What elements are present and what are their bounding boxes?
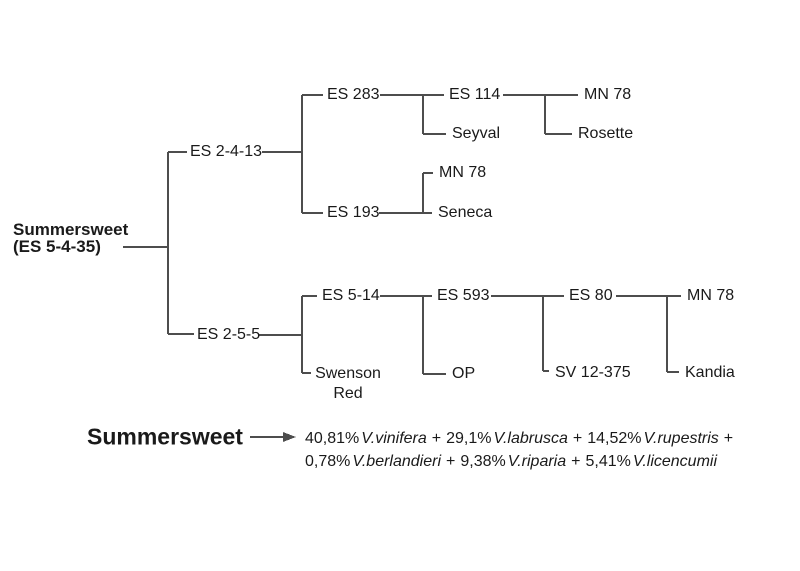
node-mn-78-mid: MN 78: [439, 164, 487, 181]
right-arrow-icon: [250, 432, 296, 442]
node-op: OP: [452, 365, 476, 382]
node-mn-78-top: MN 78: [584, 86, 632, 103]
composition-formula: 40,81%V.vinifera+29,1%V.labrusca+14,52%V…: [305, 427, 738, 473]
node-sv-12-375: SV 12-375: [555, 364, 631, 381]
node-rosette: Rosette: [578, 125, 634, 142]
node-seneca: Seneca: [438, 204, 493, 221]
node-es-283: ES 283: [327, 86, 380, 103]
pct-value: 14,52%: [587, 430, 642, 447]
plus-sign: +: [446, 453, 456, 470]
root-node-summersweet: Summersweet (ES 5-4-35): [13, 221, 128, 255]
pct-value: 9,38%: [460, 453, 506, 470]
node-mn-78-bottom: MN 78: [687, 287, 735, 304]
composition-line-1: 40,81%V.vinifera+29,1%V.labrusca+14,52%V…: [305, 427, 738, 450]
root-name: Summersweet: [13, 220, 129, 239]
node-es-5-14: ES 5-14: [322, 287, 380, 304]
pct-value: 0,78%: [305, 453, 351, 470]
species-name: V.rupestris: [643, 430, 719, 447]
species-name: V.labrusca: [493, 430, 568, 447]
root-code: (ES 5-4-35): [13, 237, 101, 256]
composition-title: Summersweet: [87, 423, 243, 450]
pct-value: 5,41%: [585, 453, 631, 470]
node-seyval: Seyval: [452, 125, 501, 142]
composition-line-2: 0,78%V.berlandieri+9,38%V.riparia+5,41%V…: [305, 450, 738, 473]
plus-sign: +: [431, 430, 442, 447]
node-es-114: ES 114: [449, 86, 501, 103]
node-es-593: ES 593: [437, 287, 490, 304]
node-es-2-5-5: ES 2-5-5: [197, 326, 261, 343]
plus-sign: +: [723, 430, 734, 447]
node-swenson-red: Swenson Red: [315, 365, 381, 402]
plus-sign: +: [572, 430, 583, 447]
species-name: V.licencumii: [632, 453, 718, 470]
species-name: V.riparia: [507, 453, 567, 470]
plus-sign: +: [571, 453, 581, 470]
node-es-2-4-13: ES 2-4-13: [190, 143, 263, 160]
node-es-193: ES 193: [327, 204, 380, 221]
species-name: V.vinifera: [361, 430, 427, 447]
species-name: V.berlandieri: [352, 453, 442, 470]
node-es-80: ES 80: [569, 287, 613, 304]
pct-value: 29,1%: [446, 430, 492, 447]
pct-value: 40,81%: [305, 430, 360, 447]
node-kandia: Kandia: [685, 364, 735, 381]
